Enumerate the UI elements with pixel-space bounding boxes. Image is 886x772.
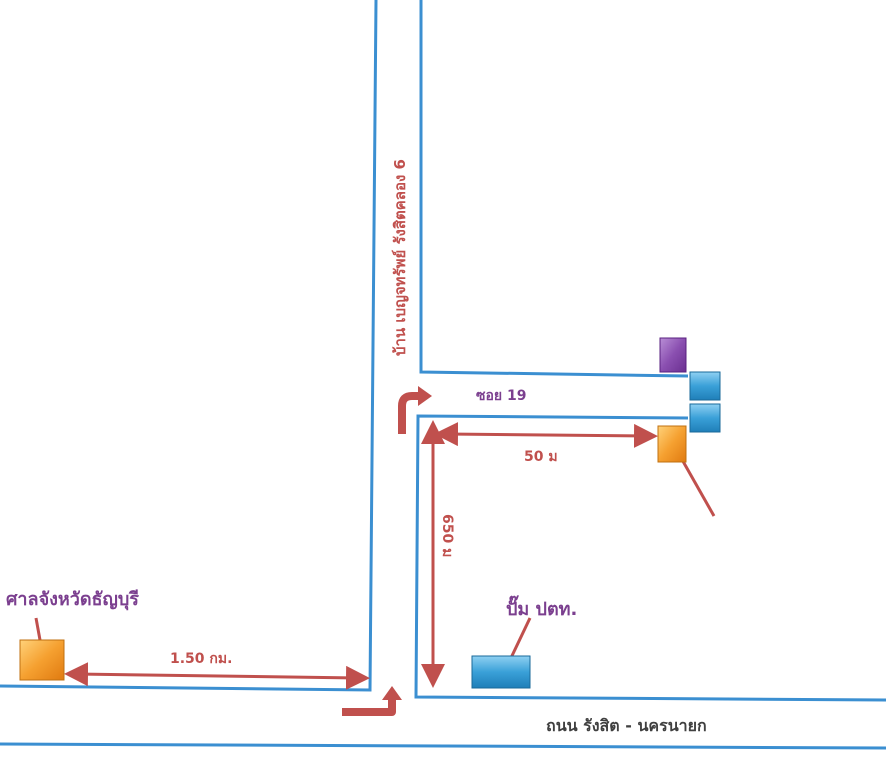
village-road-label: บ้าน เบญจทรัพย์ รังสิตคลอง 6 [391,159,409,356]
court-building-icon [19,639,65,681]
pointer-arrow-gas [508,617,532,661]
blue-building-bottom-icon [689,403,721,433]
distance-label-150: 1.50 กม. [170,651,233,667]
pointer-arrow-destination [678,455,716,517]
distance-arrow-50 [434,422,658,448]
distance-arrow-150 [64,662,370,690]
distance-label-50: 50 ม [524,449,558,465]
turn-arrow-up-head [382,686,402,700]
village-road-right-edge [419,0,689,378]
soi-19-bottom-edge [414,414,886,702]
court-label: ศาลจังหวัดธัญบุรี [6,589,139,610]
gas-station-label: ปั๊ม ปตท. [506,599,578,620]
distance-arrows [64,420,658,690]
blue-building-top-icon [689,371,721,401]
purple-building-icon [659,337,687,373]
main-road-label: ถนน รังสิต - นครนายก [546,716,707,735]
road-lines [0,0,886,750]
distance-label-650: 650 ม [439,514,455,558]
soi-label: ซอย 19 [476,388,527,404]
gas-station-icon [471,655,531,689]
turn-arrow-right-icon [398,392,420,434]
turn-arrows [342,392,420,716]
turn-arrow-right-head [418,386,432,406]
destination-building-icon [657,425,687,463]
turn-arrow-up-icon [342,698,396,716]
main-road-bottom-edge [0,742,886,750]
pointer-arrows [34,450,716,670]
